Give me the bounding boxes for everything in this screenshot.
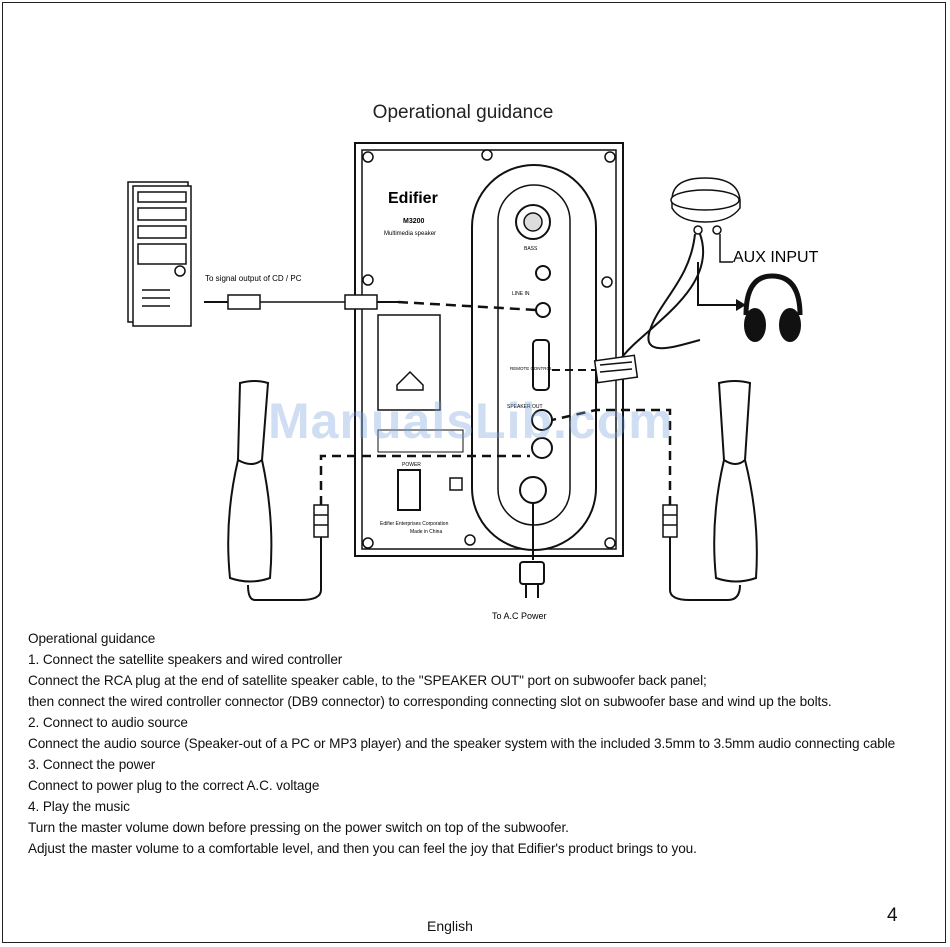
- wired-controller-icon: [619, 177, 741, 361]
- guidance-line: Connect the RCA plug at the end of satel…: [28, 673, 707, 688]
- guidance-line: then connect the wired controller connec…: [28, 694, 832, 709]
- pc-tower-icon: [127, 181, 192, 327]
- ac-power-label: To A.C Power: [492, 611, 547, 621]
- left-rca-plug-icon: [313, 504, 329, 538]
- bass-label: BASS: [524, 246, 538, 252]
- footer-language: English: [427, 918, 473, 934]
- subtitle-label: Multimedia speaker: [384, 231, 436, 237]
- watermark: ManualsLib.com: [268, 393, 674, 449]
- remote-control-label: REMOTE CONTROL: [510, 366, 553, 371]
- db9-connector-icon: [593, 354, 639, 384]
- guidance-line: 3. Connect the power: [28, 757, 156, 772]
- power-label: POWER: [402, 462, 421, 468]
- guidance-line: 1. Connect the satellite speakers and wi…: [28, 652, 343, 667]
- signal-label: To signal output of CD / PC: [205, 274, 302, 283]
- made-label: Made in China: [410, 529, 442, 535]
- model-label: M3200: [403, 218, 425, 225]
- speaker-cables: [319, 408, 672, 505]
- aux-input-label: AUX INPUT: [733, 249, 819, 266]
- page-title: Operational guidance: [372, 102, 554, 123]
- guidance-line: 2. Connect to audio source: [28, 715, 188, 730]
- audio-cable: [204, 294, 537, 312]
- right-rca-plug-icon: [662, 504, 678, 538]
- speaker-wires: [247, 537, 741, 601]
- guidance-text: Operational guidance 1. Connect the sate…: [28, 628, 938, 859]
- guidance-line: 4. Play the music: [28, 799, 130, 814]
- guidance-line: Adjust the master volume to a comfortabl…: [28, 841, 697, 856]
- headphones-icon: [743, 273, 803, 342]
- line-in-label: LINE IN: [512, 291, 530, 297]
- brand-label: Edifier: [388, 190, 438, 207]
- guidance-line: Turn the master volume down before press…: [28, 820, 569, 835]
- page-number: 4: [887, 905, 898, 926]
- subwoofer-panel: [354, 142, 624, 557]
- guidance-line: Connect to power plug to the correct A.C…: [28, 778, 320, 793]
- speaker-out-label: SPEAKER OUT: [507, 404, 543, 410]
- guidance-line: Connect the audio source (Speaker-out of…: [28, 736, 896, 751]
- left-speaker-icon: [227, 380, 273, 583]
- ac-plug-icon: [519, 503, 545, 598]
- guidance-heading: Operational guidance: [28, 631, 156, 646]
- connection-diagram: Edifier M3200 Multimedia speaker BASS LI…: [127, 142, 819, 621]
- maker-label: Edifier Enterprises Corporation: [380, 521, 449, 527]
- right-speaker-icon: [713, 380, 758, 583]
